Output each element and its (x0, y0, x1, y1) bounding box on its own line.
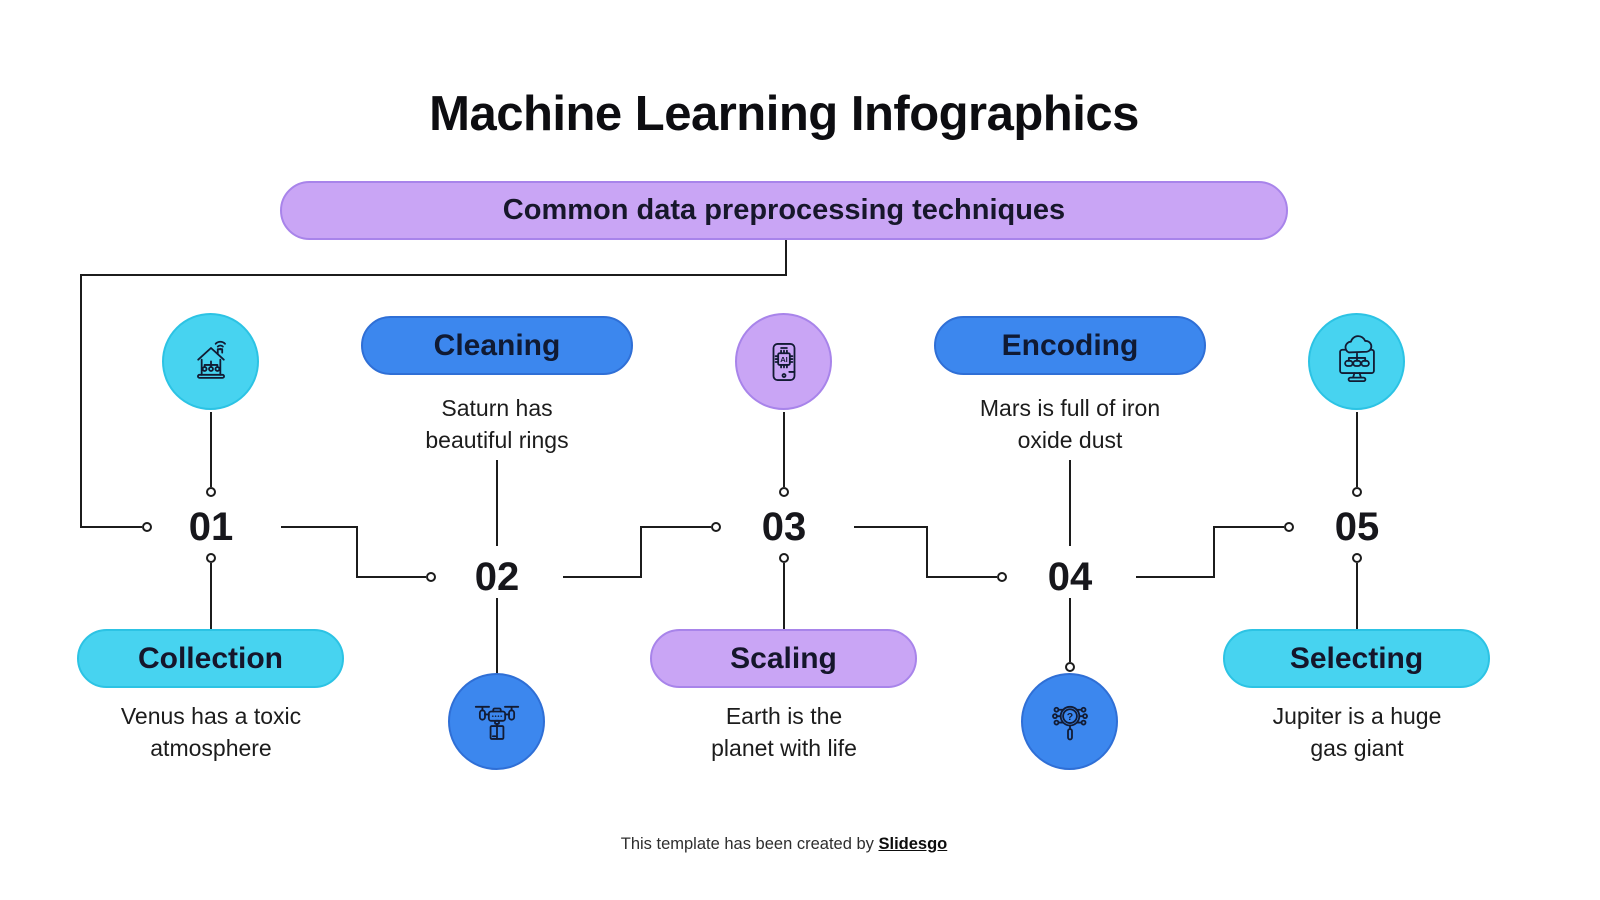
connector-line (640, 526, 711, 528)
step-icon-circle (1308, 313, 1405, 410)
step-label: Scaling (730, 641, 837, 675)
step-icon-circle: ? (1021, 673, 1118, 770)
step-icon-circle (162, 313, 259, 410)
step-number: 03 (761, 505, 807, 549)
connector-line (926, 526, 928, 578)
connector-node (142, 522, 152, 532)
slidesgo-link[interactable]: Slidesgo (878, 835, 948, 853)
smart-home-icon (183, 334, 239, 390)
connector-node (206, 487, 216, 497)
connector-line (356, 576, 426, 578)
search-network-icon: ? (1042, 694, 1098, 750)
connector-line (854, 526, 928, 528)
step-label-pill: Cleaning (361, 316, 633, 375)
subtitle-label: Common data preprocessing techniques (502, 194, 1066, 226)
connector-line (783, 563, 785, 629)
step-description: Earth is the planet with life (711, 703, 857, 761)
connector-line (1356, 563, 1358, 629)
connector-node (779, 553, 789, 563)
connector-line (356, 526, 358, 577)
connector-line (210, 412, 212, 487)
step-icon-circle (448, 673, 545, 770)
step-label: Collection (137, 641, 283, 675)
step-label-pill: Collection (77, 629, 344, 688)
connector-line (563, 576, 642, 578)
footer-text: This template has been created by (620, 835, 879, 853)
subtitle-pill: Common data preprocessing techniques (280, 181, 1288, 240)
step-description: Mars is full of iron oxide dust (979, 395, 1161, 453)
step-label: Selecting (1289, 641, 1424, 675)
connector-node (206, 553, 216, 563)
connector-node (1352, 487, 1362, 497)
cloud-computer-icon (1329, 334, 1385, 390)
connector-node (779, 487, 789, 497)
step-icon-circle: AI (735, 313, 832, 410)
connector-line (1136, 576, 1215, 578)
connector-node (1352, 553, 1362, 563)
delivery-drone-icon (469, 694, 525, 750)
connector-line (80, 274, 82, 527)
connector-line (1356, 412, 1358, 487)
step-number: 05 (1334, 505, 1380, 549)
connector-line (1069, 598, 1071, 662)
connector-line (210, 563, 212, 629)
connector-node (997, 572, 1007, 582)
svg-text:AI: AI (780, 355, 788, 364)
step-description: Jupiter is a huge gas giant (1272, 703, 1442, 761)
step-label-pill: Encoding (934, 316, 1206, 375)
page-title: Machine Learning Infographics (429, 87, 1139, 141)
connector-line (1213, 526, 1215, 578)
connector-line (926, 576, 997, 578)
connector-node (1284, 522, 1294, 532)
step-label: Cleaning (433, 328, 561, 362)
connector-node (711, 522, 721, 532)
connector-line (80, 274, 787, 276)
connector-line (783, 412, 785, 487)
step-number: 02 (474, 555, 520, 599)
step-number: 01 (188, 505, 234, 549)
connector-line (785, 240, 787, 276)
connector-node (1065, 662, 1075, 672)
step-number: 04 (1047, 555, 1093, 599)
step-label-pill: Selecting (1223, 629, 1490, 688)
step-description: Venus has a toxic atmosphere (120, 703, 302, 761)
connector-line (281, 526, 358, 528)
connector-node (426, 572, 436, 582)
step-description: Saturn has beautiful rings (425, 395, 569, 453)
svg-text:?: ? (1066, 711, 1072, 723)
connector-line (640, 526, 642, 578)
footer-credit: This template has been created by Slides… (621, 835, 948, 854)
connector-line (496, 460, 498, 546)
connector-line (496, 598, 498, 674)
step-label: Encoding (1001, 328, 1139, 362)
connector-line (1213, 526, 1284, 528)
connector-line (80, 526, 142, 528)
ai-chip-phone-icon: AI (756, 334, 812, 390)
connector-line (1069, 460, 1071, 546)
step-label-pill: Scaling (650, 629, 917, 688)
